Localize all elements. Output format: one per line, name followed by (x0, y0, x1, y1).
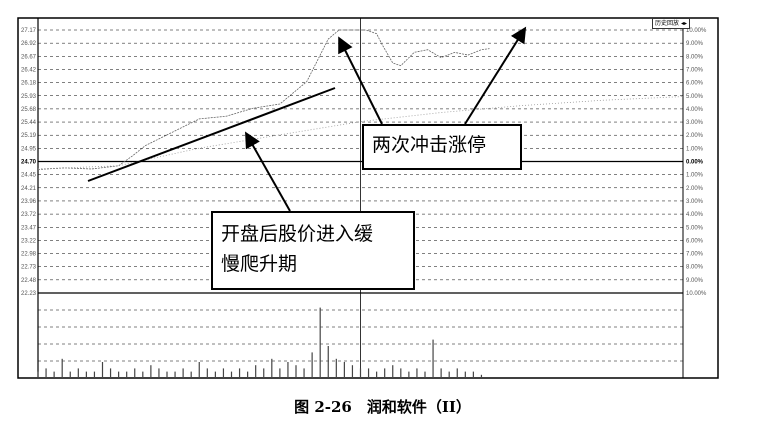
percent-tick-label: 8.00% (686, 54, 704, 60)
annotation-slow-climb: 开盘后股价进入缓 慢爬升期 (211, 211, 415, 290)
annotation-text-line1: 开盘后股价进入缓 (221, 223, 374, 245)
arrow-second-limit-up (464, 26, 527, 125)
percent-tick-label: 10.00% (686, 291, 707, 297)
annotation-text: 两次冲击涨停 (372, 134, 487, 156)
price-tick-label: 23.47 (21, 225, 37, 231)
percent-tick-label: 6.00% (686, 81, 704, 87)
price-tick-label: 26.92 (21, 41, 37, 47)
percent-tick-label: 4.00% (686, 212, 704, 218)
percent-tick-label: 1.00% (686, 146, 704, 152)
price-tick-label: 24.95 (21, 146, 37, 152)
price-tick-label: 22.23 (21, 291, 37, 297)
arrow-to-trend (245, 131, 291, 212)
price-tick-label: 25.19 (21, 133, 37, 139)
percent-tick-label: 9.00% (686, 41, 704, 47)
chart-frame (17, 17, 719, 379)
percent-tick-label: 0.00% (686, 160, 704, 166)
percent-tick-label: 2.00% (686, 133, 704, 139)
price-tick-label: 26.18 (21, 81, 37, 87)
price-tick-label: 23.96 (21, 199, 37, 205)
price-tick-label: 24.21 (21, 186, 37, 192)
percent-tick-label: 3.00% (686, 120, 704, 126)
price-tick-label: 26.42 (21, 67, 37, 73)
price-tick-label: 25.93 (21, 94, 37, 100)
history-button-label: 历史回放 (655, 20, 680, 27)
price-line (37, 29, 490, 170)
price-tick-label: 24.45 (21, 173, 37, 179)
price-tick-label: 23.22 (21, 238, 37, 244)
annotation-twice-limit-up: 两次冲击涨停 (362, 124, 522, 170)
percent-tick-label: 3.00% (686, 199, 704, 205)
percent-tick-label: 4.00% (686, 107, 704, 113)
percent-tick-label: 7.00% (686, 252, 704, 258)
price-tick-label: 26.67 (21, 54, 37, 60)
percent-tick-label: 7.00% (686, 67, 704, 73)
arrow-first-limit-up (338, 36, 383, 125)
percent-tick-label: 5.00% (686, 94, 704, 100)
trend-line (87, 87, 336, 182)
percent-tick-label: 6.00% (686, 238, 704, 244)
price-tick-label: 24.70 (21, 160, 37, 166)
price-tick-label: 23.72 (21, 212, 37, 218)
annotation-text-line2: 慢爬升期 (221, 253, 298, 275)
price-tick-label: 27.17 (21, 28, 37, 34)
percent-tick-label: 9.00% (686, 278, 704, 284)
price-tick-label: 22.73 (21, 265, 37, 271)
price-tick-label: 25.44 (21, 120, 37, 126)
figure-caption: 图 2-26 润和软件（II） (294, 398, 471, 416)
price-tick-label: 22.98 (21, 252, 37, 258)
price-tick-label: 22.48 (21, 278, 37, 284)
percent-tick-label: 5.00% (686, 225, 704, 231)
history-replay-button[interactable]: 历史回放 ◂▸ (652, 18, 690, 29)
percent-tick-label: 2.00% (686, 186, 704, 192)
percent-tick-label: 10.00% (686, 28, 707, 34)
percent-tick-label: 1.00% (686, 173, 704, 179)
price-tick-label: 25.68 (21, 107, 37, 113)
expand-icon: ◂▸ (680, 20, 687, 27)
percent-tick-label: 8.00% (686, 265, 704, 271)
